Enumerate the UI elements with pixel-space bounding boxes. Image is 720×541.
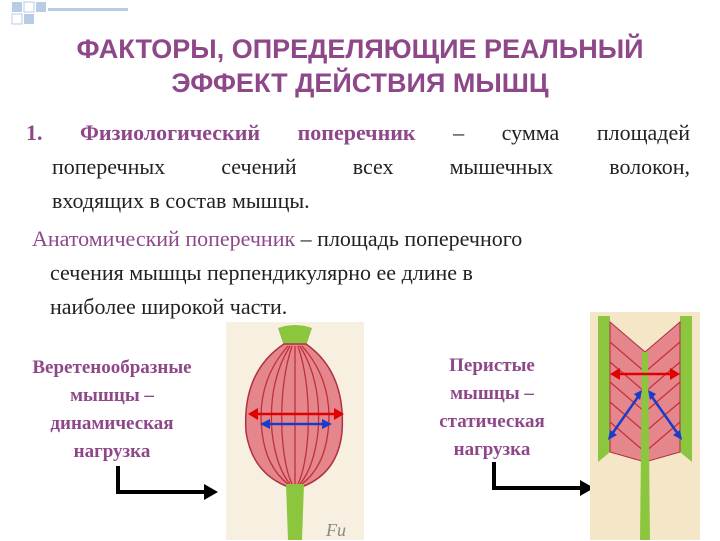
title-line-1: ФАКТОРЫ, ОПРЕДЕЛЯЮЩИЕ РЕАЛЬНЫЙ	[76, 34, 644, 64]
point2-line-2: сечения мышцы перпендикулярно ее длине в	[50, 260, 473, 285]
fusiform-caption-line-2: мышцы –	[70, 385, 154, 406]
point2-line-1-rest: – площадь поперечного	[295, 226, 523, 251]
point1-line-1: 1. Физиологический поперечник – сумма пл…	[26, 116, 690, 150]
pennate-caption: Перистые мышцы – статическая нагрузка	[418, 352, 566, 464]
point1-line-3: входящих в состав мышцы.	[52, 188, 310, 213]
title-line-2: ЭФФЕКТ ДЕЙСТВИЯ МЫШЦ	[171, 68, 549, 98]
point2-line-1: Анатомический поперечник – площадь попер…	[32, 226, 522, 251]
point1-number: 1.	[26, 120, 43, 145]
pennate-caption-line-1: Перистые	[449, 355, 535, 376]
point1-line-2: поперечных сечений всех мышечных волокон…	[52, 154, 690, 179]
point1-line-1-rest: – сумма площадей	[415, 120, 691, 145]
corner-squares-decoration	[11, 1, 128, 25]
fusiform-caption: Веретенообразные мышцы – динамическая на…	[4, 354, 220, 466]
point-anatomical-cross-section: Анатомический поперечник – площадь попер…	[32, 222, 696, 324]
pennate-muscle-illustration	[590, 312, 700, 540]
right-arrow-icon	[492, 462, 594, 496]
pennate-caption-line-4: нагрузка	[453, 439, 531, 460]
point2-term: Анатомический поперечник	[32, 226, 296, 251]
slide-title: ФАКТОРЫ, ОПРЕДЕЛЯЮЩИЕ РЕАЛЬНЫЙ ЭФФЕКТ ДЕ…	[0, 32, 720, 100]
fusiform-caption-line-1: Веретенообразные	[32, 357, 192, 378]
point2-line-3: наиболее широкой части.	[50, 294, 288, 319]
pennate-caption-line-2: мышцы –	[450, 383, 534, 404]
fusiform-caption-line-3: динамическая	[50, 413, 174, 434]
fusiform-muscle-illustration	[226, 322, 364, 540]
right-arrow-icon	[116, 466, 218, 500]
point-physiological-cross-section: 1. Физиологический поперечник – сумма пл…	[26, 116, 690, 218]
point1-term: Физиологический поперечник	[80, 120, 416, 145]
fusiform-caption-line-4: нагрузка	[73, 441, 151, 462]
pennate-caption-line-3: статическая	[439, 411, 545, 432]
figure-fragment-label: Fu	[326, 520, 346, 540]
